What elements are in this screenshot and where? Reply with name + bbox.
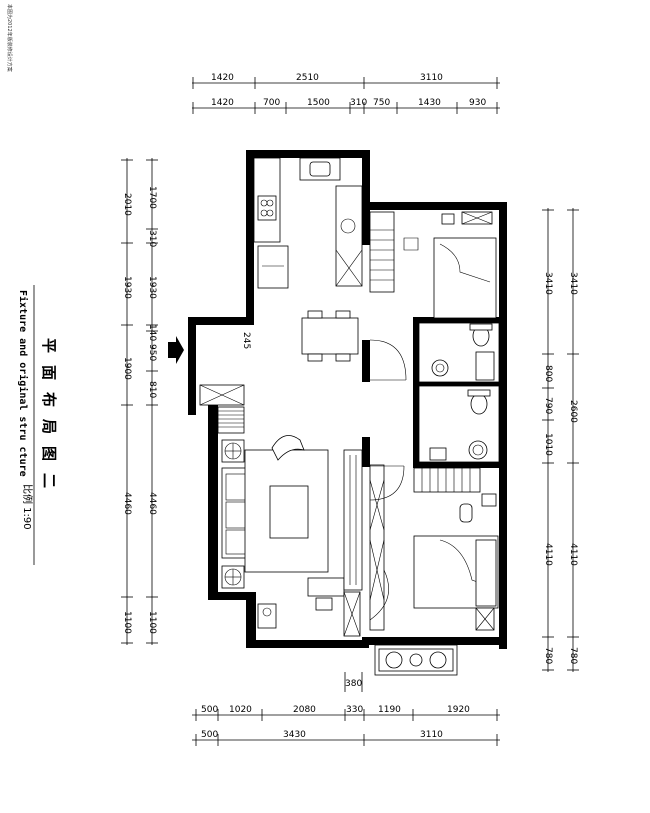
- bottom-dimension-lines: 380 500 1020 2080 330 1190 1920 500 3430…: [192, 672, 500, 746]
- right-inner-dim-1: 3410: [543, 272, 553, 295]
- top-dimension-lines: 1420 2510 3110 1420 700 1500 310 750 143…: [192, 73, 500, 114]
- top-inner-dim-3: 1500: [307, 98, 330, 108]
- top-outer-dim-1: 1420: [211, 73, 234, 83]
- left-inner-dim-6: 810: [147, 381, 157, 398]
- bottom-outer-dim-2: 3430: [283, 730, 306, 740]
- right-outer-dim-3: 4110: [568, 543, 578, 566]
- bottom-small-dim: 380: [345, 679, 362, 689]
- living-room-furniture: [221, 435, 363, 611]
- right-inner-dim-4: 1010: [543, 433, 553, 456]
- balcony-table: [409, 653, 423, 667]
- right-outer-dim-4: 780: [568, 647, 578, 664]
- bathroom-2: [418, 385, 500, 463]
- armchair: [271, 435, 305, 461]
- desk: [307, 577, 345, 597]
- top-inner-dim-1: 1420: [211, 98, 234, 108]
- top-inner-dim-6: 1430: [418, 98, 441, 108]
- bottom-outer-dim-3: 3110: [420, 730, 443, 740]
- tv-cabinet: [343, 449, 363, 591]
- desk-chair-1: [403, 237, 419, 251]
- right-inner-dim-3: 790: [543, 397, 553, 414]
- toilet-icon-2: [470, 393, 488, 415]
- plan-subtitle: Fixture and original stru cture: [17, 290, 29, 477]
- right-inner-dim-2: 800: [543, 365, 553, 382]
- bottom-inner-dim-2: 1020: [229, 705, 252, 715]
- top-inner-dim-5: 750: [373, 98, 390, 108]
- left-outer-dim-5: 1100: [122, 611, 132, 634]
- right-outer-dim-2: 2600: [568, 400, 578, 423]
- wardrobe-top: [369, 211, 395, 293]
- bedroom-2-furniture: [413, 467, 499, 631]
- wardrobe-column: [369, 464, 385, 631]
- title-block: 平面布局图二 Fixture and original stru cture 比…: [17, 285, 58, 565]
- left-outer-dim-2: 1930: [122, 276, 132, 299]
- balcony-chair-1: [385, 651, 403, 669]
- left-outer-dim-4: 4460: [122, 492, 132, 515]
- right-dimension-lines: 3410 800 790 1010 4110 780 3410 2600 411…: [542, 208, 579, 672]
- exterior-walls: [188, 150, 507, 649]
- balcony-cabinet-left: [257, 603, 277, 629]
- bottom-inner-dim-4: 330: [346, 705, 363, 715]
- shower-icon-1: [431, 359, 449, 377]
- elevation-mark: 245: [241, 332, 251, 349]
- left-inner-dim-8: 1100: [147, 611, 157, 634]
- left-inner-dim-3: 1930: [147, 276, 157, 299]
- top-outer-dim-2: 2510: [296, 73, 319, 83]
- plan-scale: 比例 1:90: [21, 484, 34, 530]
- right-inner-dim-5: 4110: [543, 543, 553, 566]
- corner-note: 本图为2012年版装修设计方案: [6, 4, 13, 72]
- bottom-inner-dim-6: 1920: [447, 705, 470, 715]
- windows: [188, 150, 461, 648]
- bottom-inner-dim-3: 2080: [293, 705, 316, 715]
- wardrobe-bottom: [413, 467, 481, 493]
- top-inner-dim-7: 930: [469, 98, 486, 108]
- left-outer-dim-3: 1900: [122, 357, 132, 380]
- kitchen-furniture: [253, 157, 363, 289]
- bedroom-1-furniture: [369, 211, 497, 319]
- top-outer-dim-3: 3110: [420, 73, 443, 83]
- balcony-chair-2: [429, 651, 447, 669]
- left-outer-dim-1: 2010: [122, 193, 132, 216]
- entrance-arrow-icon: [168, 336, 184, 364]
- right-outer-dim-1: 3410: [568, 272, 578, 295]
- top-inner-dim-4: 310: [350, 98, 367, 108]
- left-inner-dim-5: 950: [147, 344, 157, 361]
- top-inner-dim-2: 700: [263, 98, 280, 108]
- left-inner-dim-1: 1700: [147, 186, 157, 209]
- bottom-inner-dim-5: 1190: [378, 705, 401, 715]
- entry-stair-hatch: [217, 406, 245, 434]
- left-inner-dim-7: 4460: [147, 492, 157, 515]
- dining-table: [301, 310, 359, 362]
- balcony: [374, 644, 458, 676]
- left-inner-dim-4: 140: [147, 324, 157, 341]
- coffee-table: [269, 485, 309, 539]
- left-inner-dim-2: 310: [147, 230, 157, 247]
- bottom-outer-dim-1: 500: [201, 730, 218, 740]
- wardrobe-column-2: [343, 591, 361, 637]
- right-inner-dim-6: 780: [543, 647, 553, 664]
- bed-1: [433, 237, 497, 319]
- stove-icon: [257, 195, 277, 221]
- bathroom-1: [418, 322, 500, 383]
- left-dimension-lines: 2010 1930 1900 4460 1100 1700 310 1930 1…: [121, 158, 158, 645]
- shoe-cabinet: [199, 384, 245, 406]
- bottom-inner-dim-1: 500: [201, 705, 218, 715]
- shower-icon-2: [468, 440, 488, 460]
- refrigerator: [257, 245, 289, 289]
- kitchen-counter-right: [335, 185, 363, 287]
- plan-title: 平面布局图二: [40, 338, 58, 500]
